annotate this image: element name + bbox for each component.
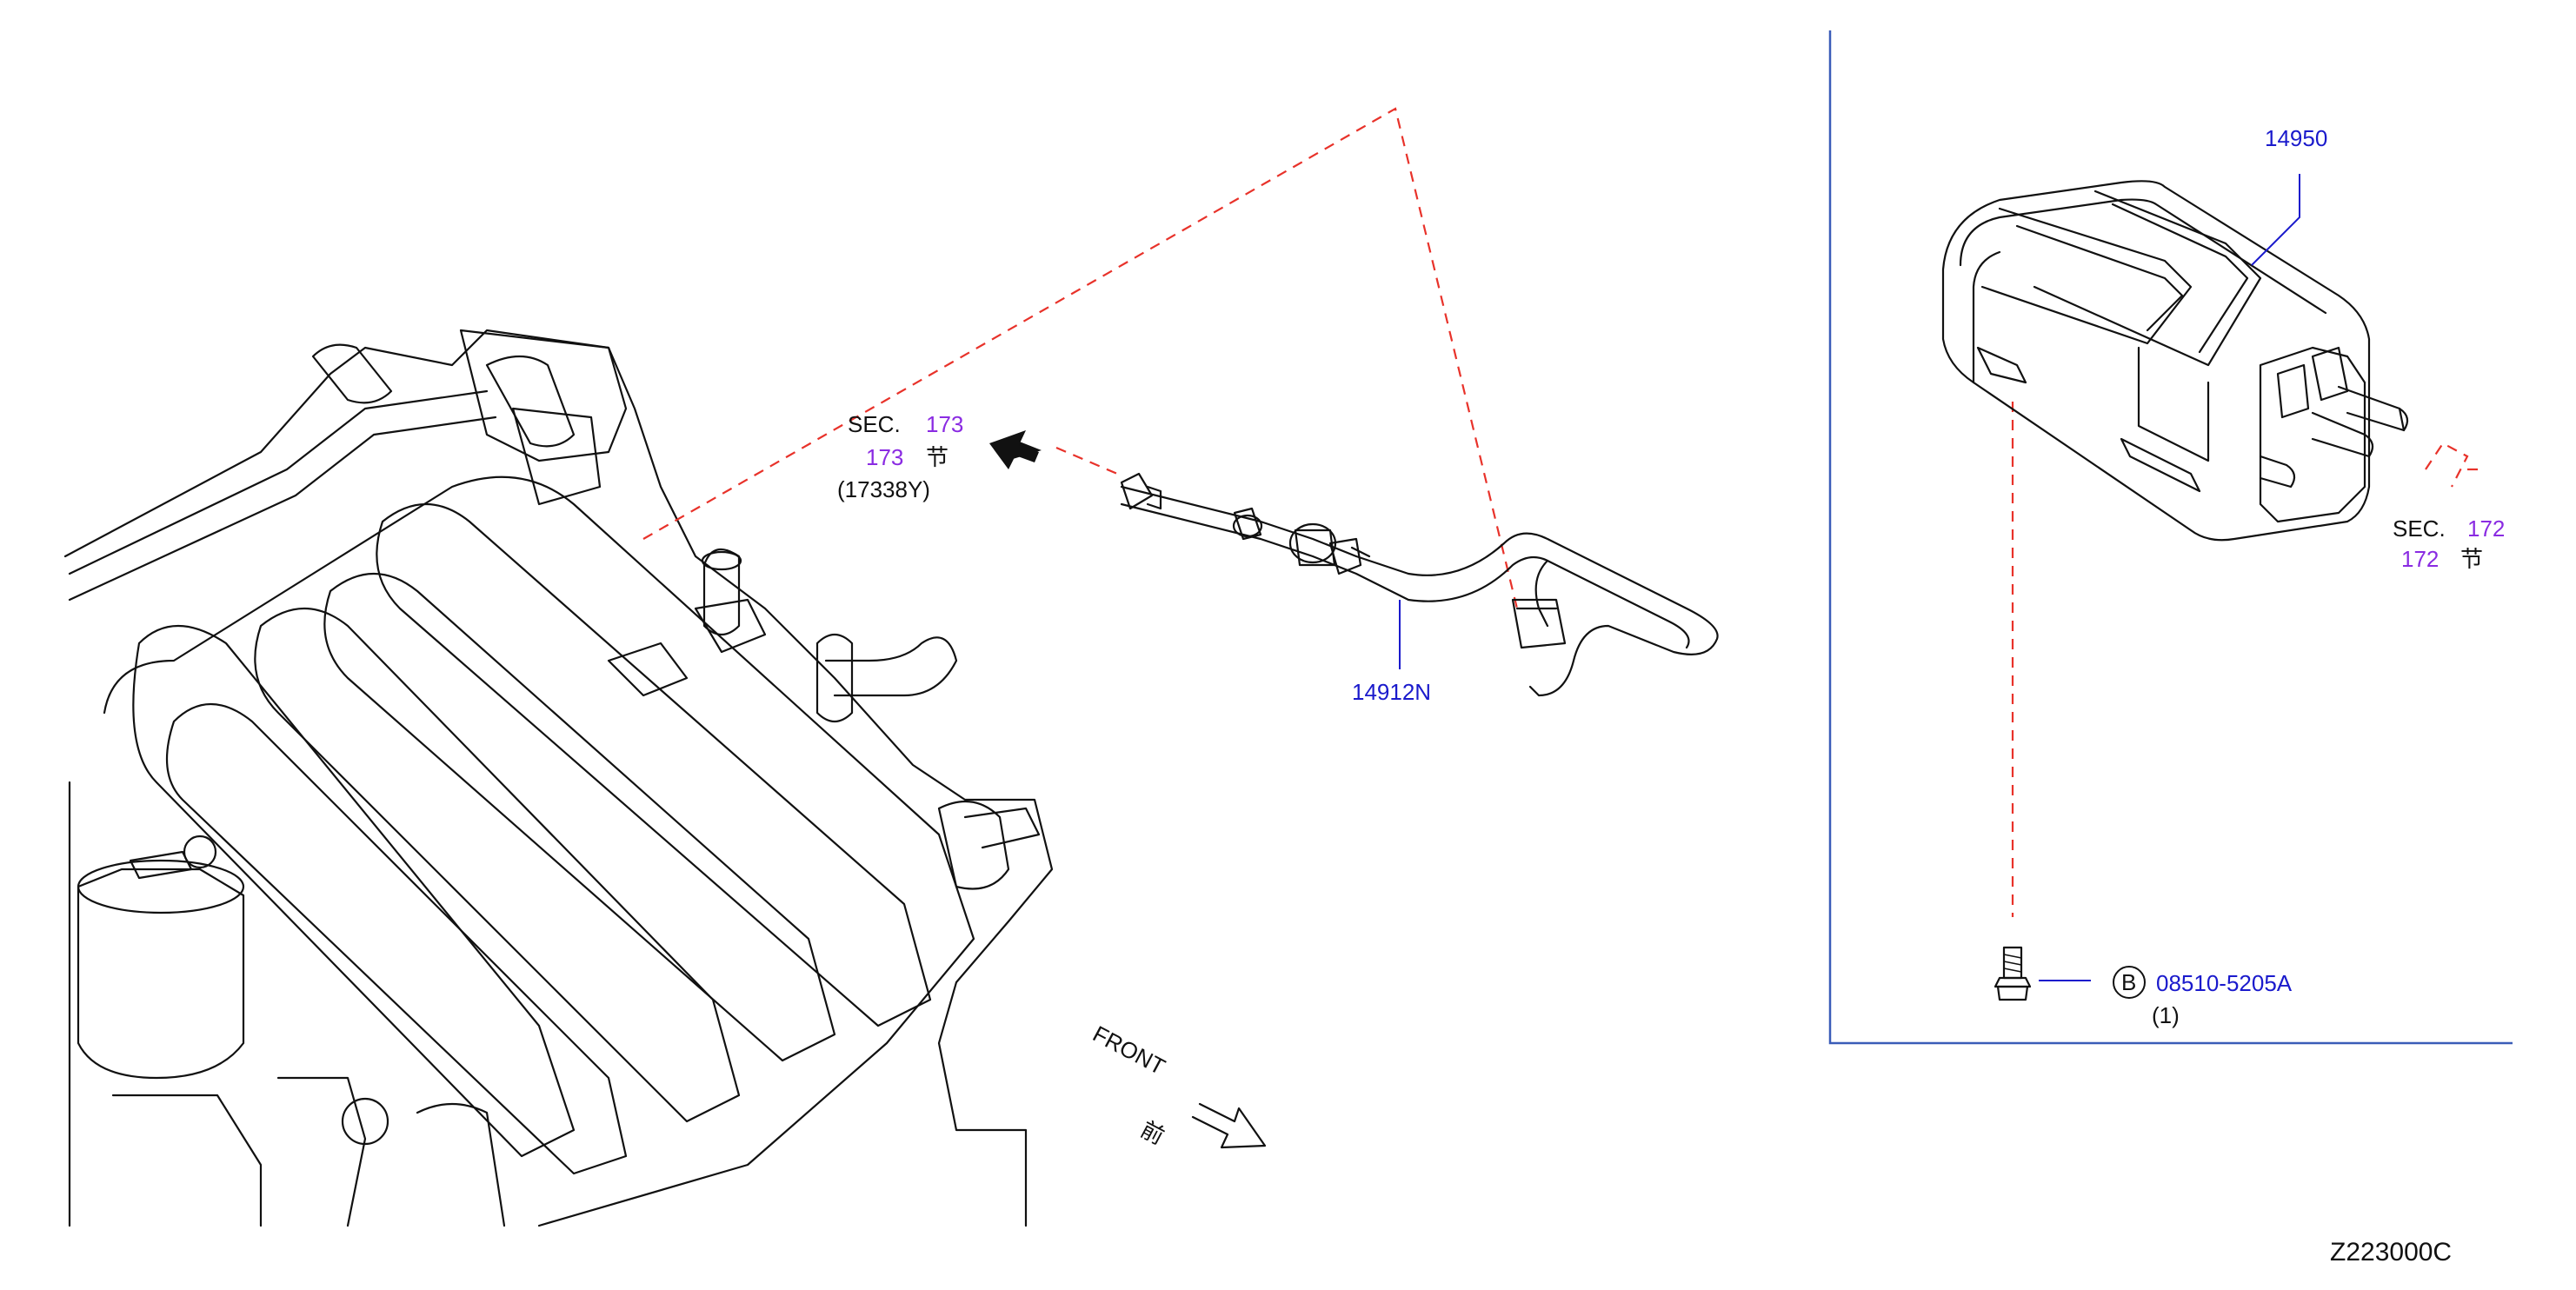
- front-kanji: 前: [1136, 1116, 1168, 1150]
- front-label: FRONT: [1088, 1021, 1169, 1081]
- bolt-illustration: [1994, 946, 2032, 1001]
- bolt-callout[interactable]: B 08510-5205A (1): [2113, 966, 2293, 1028]
- sec172-prefix: SEC.: [2393, 515, 2446, 542]
- sec172-number[interactable]: 172: [2467, 515, 2505, 542]
- part-number-bolt[interactable]: 08510-5205A: [2156, 970, 2293, 996]
- sec173-subpart: (17338Y): [837, 476, 930, 502]
- part-number-14912N[interactable]: 14912N: [1352, 679, 1431, 705]
- engine-illustration: [63, 329, 1054, 1227]
- front-direction-marker: FRONT 前: [1088, 1021, 1267, 1150]
- diagram-code: Z223000C: [2330, 1238, 2452, 1267]
- bolt-circle-letter: B: [2121, 969, 2136, 995]
- sec173-kanji: 节: [926, 444, 949, 470]
- sec172-callout[interactable]: SEC. 172 172 节: [2393, 515, 2505, 572]
- sec173-prefix: SEC.: [848, 411, 901, 437]
- sec172-kanji: 节: [2460, 546, 2483, 572]
- bolt-quantity: (1): [2152, 1002, 2180, 1028]
- part-number-14950[interactable]: 14950: [2265, 125, 2327, 151]
- sec173-callout[interactable]: SEC. 173 173 节 (17338Y): [837, 411, 963, 502]
- part-leader-lines: [1399, 174, 2300, 981]
- evap-tube-illustration: [1120, 472, 1719, 697]
- arrow-sec173: [989, 430, 1042, 469]
- evap-canister-illustration: [1941, 180, 2409, 542]
- front-arrow-icon: [1191, 1102, 1267, 1149]
- sec173-number[interactable]: 173: [926, 411, 963, 437]
- bolt-circle-marker: [2113, 966, 2146, 999]
- sec172-number-2[interactable]: 172: [2401, 546, 2439, 572]
- reference-dashed-lines: [642, 107, 2482, 917]
- sec173-number-2[interactable]: 173: [866, 444, 903, 470]
- canister-detail-frame: [1828, 30, 2513, 1045]
